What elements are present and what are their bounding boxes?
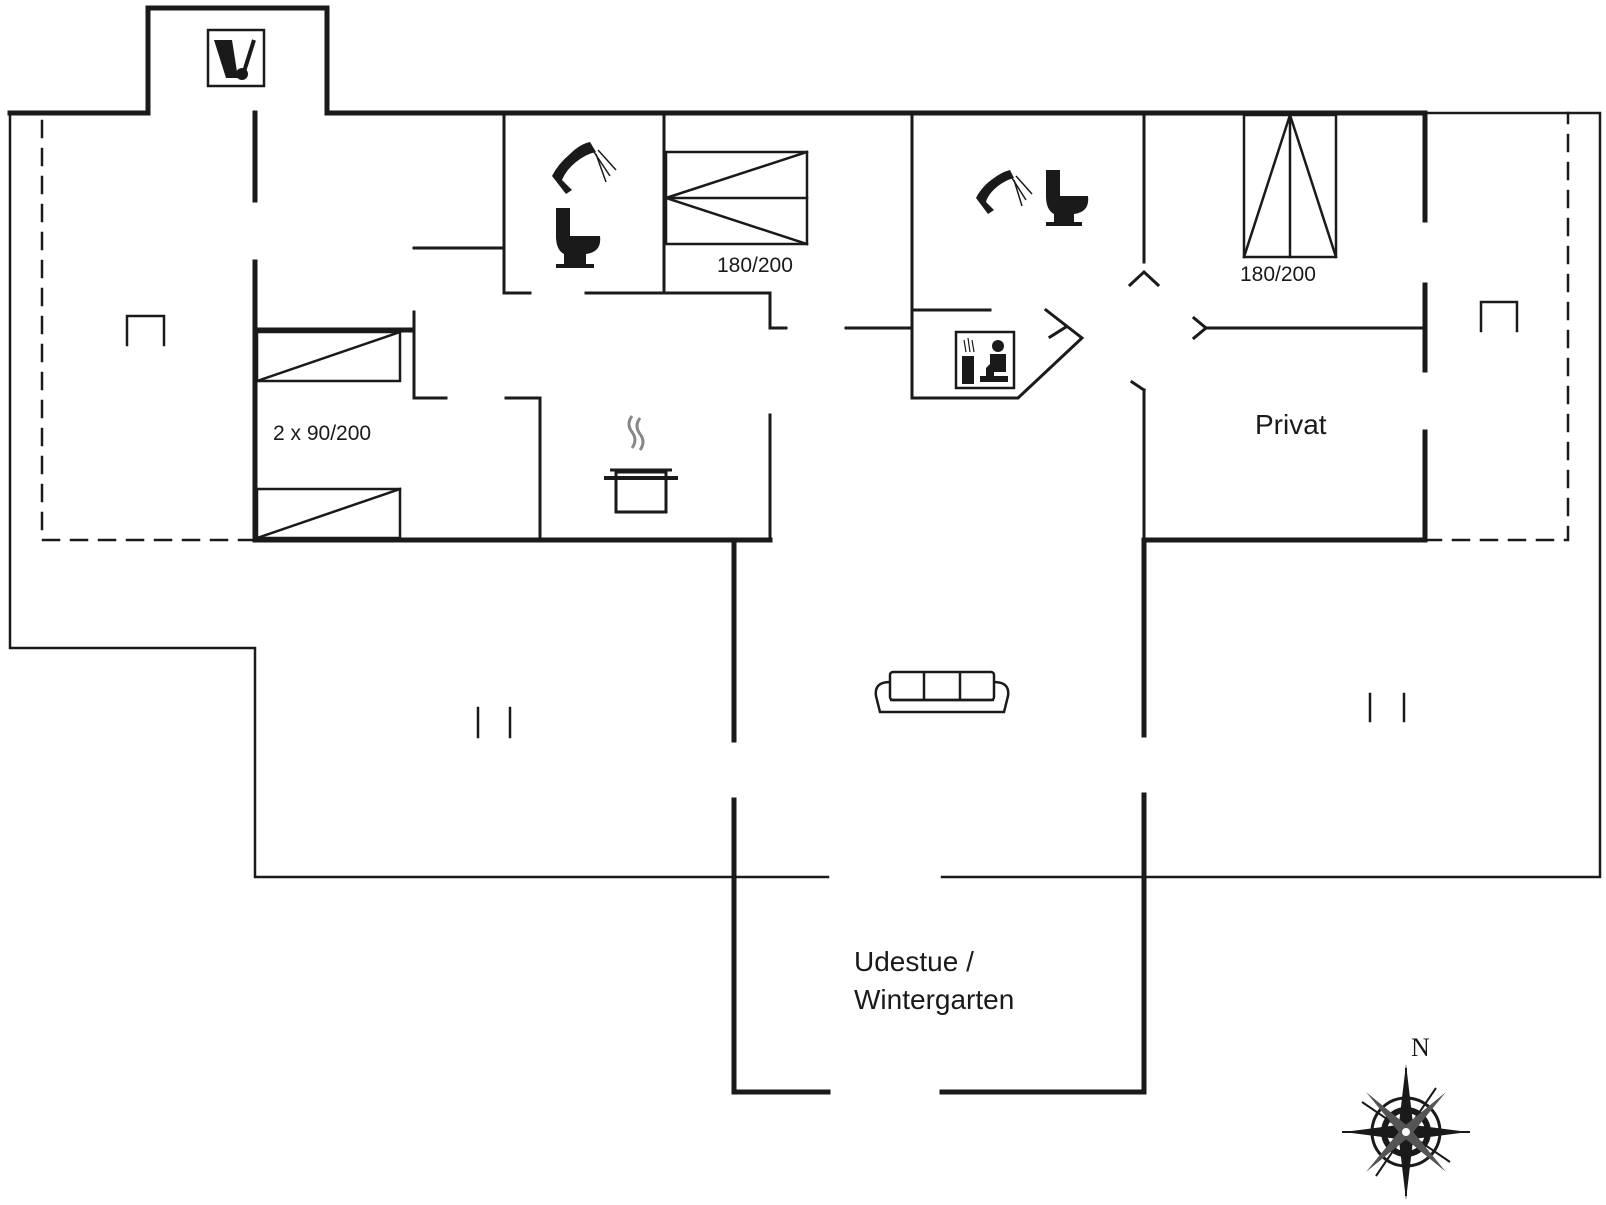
- cooking-pot-icon: [604, 415, 678, 514]
- sauna-icon: [954, 330, 1016, 390]
- terrace-outline: [8, 111, 1602, 879]
- outer-walls: [7, 5, 1428, 1095]
- interior-walls: [412, 111, 1427, 542]
- bed-bunk-top: [255, 330, 402, 383]
- bedroom-2-label: 180/200: [1240, 263, 1316, 286]
- private-room-label: Privat: [1255, 409, 1327, 440]
- shower-icon: [976, 170, 1033, 214]
- bunk-room-label: 2 x 90/200: [273, 422, 372, 445]
- sunroom-label-line-2: Wintergarten: [854, 984, 1015, 1015]
- compass-rose-icon: [1342, 1064, 1470, 1200]
- window-symbols: [125, 300, 1519, 739]
- toilet-icon: [556, 208, 601, 268]
- washing-machine-icon: [206, 28, 266, 88]
- sunroom-label-line-1: Udestue /: [854, 946, 974, 977]
- overhang-lines: [40, 111, 1570, 542]
- toilet-icon: [1046, 170, 1089, 226]
- sunroom-label: Udestue / Wintergarten: [854, 943, 1014, 1019]
- shower-icon: [552, 142, 617, 194]
- sofa-icon: [874, 670, 1010, 714]
- bed-bunk-bottom: [255, 487, 402, 540]
- north-label: N: [1411, 1033, 1430, 1062]
- bedroom-1-label: 180/200: [717, 254, 793, 277]
- bed-double-2: [1242, 113, 1338, 259]
- bed-double-1: [664, 150, 809, 246]
